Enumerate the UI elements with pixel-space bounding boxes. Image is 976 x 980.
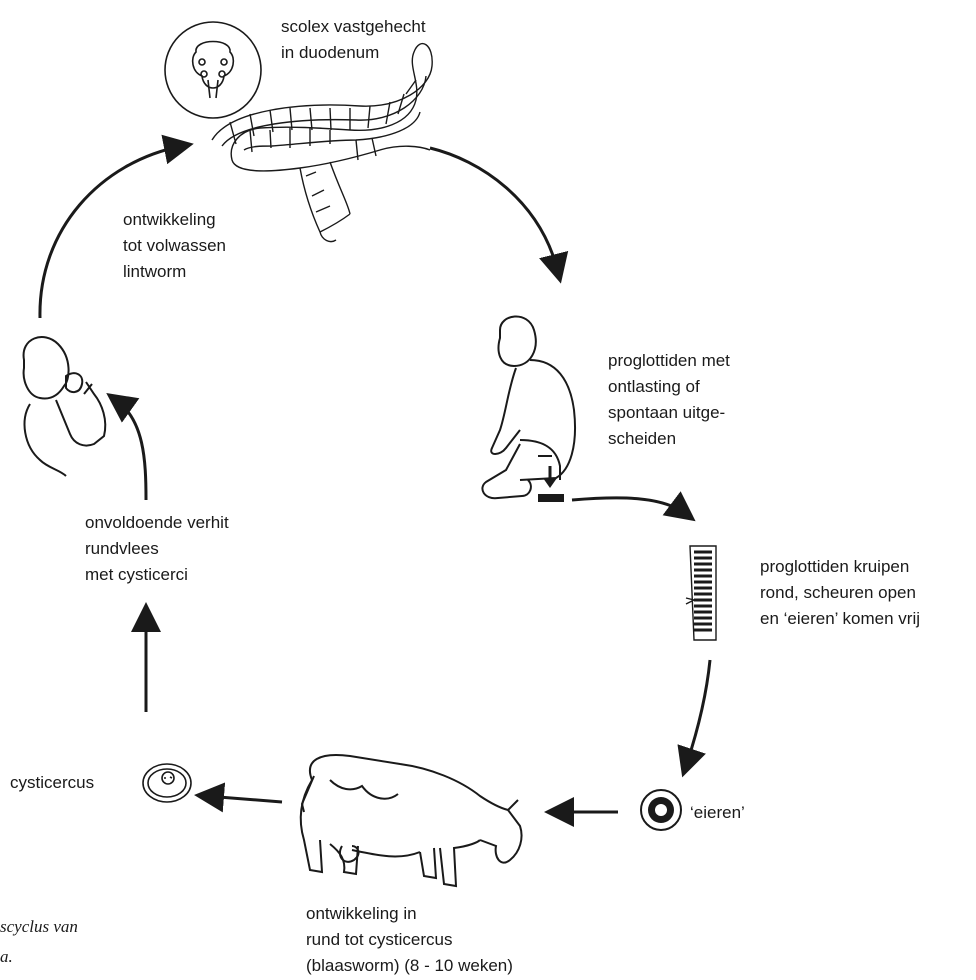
arrow-beef-to-person <box>106 393 148 501</box>
tapeworm-illustration <box>211 42 433 243</box>
person-squatting-illustration <box>481 315 576 500</box>
person-eating-illustration <box>22 336 107 477</box>
cysticercus-illustration <box>142 763 192 803</box>
adult-development-label: ontwikkeling tot volwassen lintworm <box>123 210 226 281</box>
cysticercus-label: cysticercus <box>10 773 95 792</box>
cow-development-label: ontwikkeling in rund tot cysticercus (bl… <box>306 904 513 975</box>
egg-illustration <box>640 789 682 831</box>
arrow-cow-to-cysticercus <box>194 782 283 813</box>
scolex-label: scolex vastgehecht in duodenum <box>281 17 426 62</box>
cycle-arrows <box>38 134 712 827</box>
proglottids-crawl-label: proglottiden kruipen rond, scheuren open… <box>760 557 920 628</box>
proglottids-excreted-label: proglottiden met ontlasting of spontaan … <box>608 351 730 448</box>
arrow-excretion-to-proglottid <box>571 491 696 522</box>
arrow-worm-to-person <box>429 146 569 284</box>
arrow-person-to-worm <box>38 134 194 319</box>
eggs-label: ‘eieren’ <box>690 803 745 822</box>
undercooked-beef-label: onvoldoende verhit rundvlees met cystice… <box>85 513 229 584</box>
excretion-marker <box>538 466 564 502</box>
caption: scyclus van a. <box>0 917 78 966</box>
scolex-illustration <box>164 21 262 119</box>
cow-illustration <box>299 754 523 888</box>
proglottid-illustration <box>685 545 717 641</box>
arrow-proglottid-to-egg <box>677 659 712 778</box>
